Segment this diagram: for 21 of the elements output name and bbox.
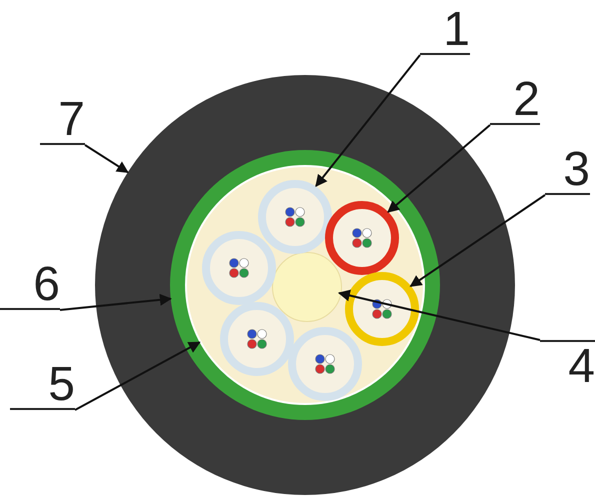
leader-line — [84, 144, 129, 174]
buffer-tube — [345, 272, 419, 346]
callout-number: 7 — [40, 95, 85, 145]
buffer-tube — [220, 302, 294, 376]
leader-line — [60, 294, 172, 311]
buffer-tube — [258, 180, 332, 254]
callout-number: 2 — [490, 75, 540, 125]
leader-line — [338, 290, 540, 341]
callout-number: 1 — [420, 5, 470, 55]
buffer-tube — [288, 327, 362, 401]
callout-number: 5 — [10, 360, 75, 410]
leader-line — [387, 124, 491, 213]
leader-line — [410, 194, 546, 288]
central-strength-member — [272, 252, 342, 322]
callout-number: 3 — [545, 145, 590, 195]
buffer-tube — [325, 201, 399, 275]
buffer-tube — [202, 231, 276, 305]
leader-line — [315, 54, 421, 187]
leader-line — [74, 341, 201, 411]
callout-number: 4 — [540, 340, 595, 395]
callout-number: 6 — [0, 260, 60, 310]
